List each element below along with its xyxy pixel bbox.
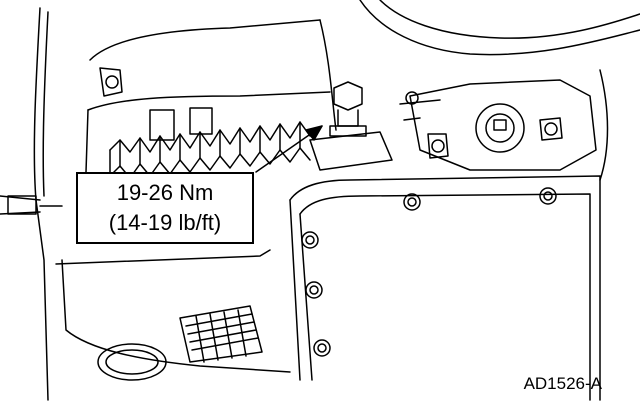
- torque-spec-lbft: (14-19 lb/ft): [108, 210, 222, 235]
- figure-reference-id: AD1526-A: [523, 374, 602, 393]
- manual-lever-bracket: [399, 79, 597, 171]
- cable-bolt: [309, 81, 393, 171]
- callout-arrow: [255, 125, 323, 173]
- torque-spec-nm: 19-26 Nm: [116, 180, 214, 205]
- cable-boot: [109, 107, 311, 179]
- left-frame: [0, 7, 63, 401]
- lower-housing: [55, 249, 291, 381]
- torque-callout-box: 19-26 Nm (14-19 lb/ft): [76, 172, 254, 244]
- oil-pan: [289, 175, 601, 401]
- transmission-housing: [85, 0, 640, 181]
